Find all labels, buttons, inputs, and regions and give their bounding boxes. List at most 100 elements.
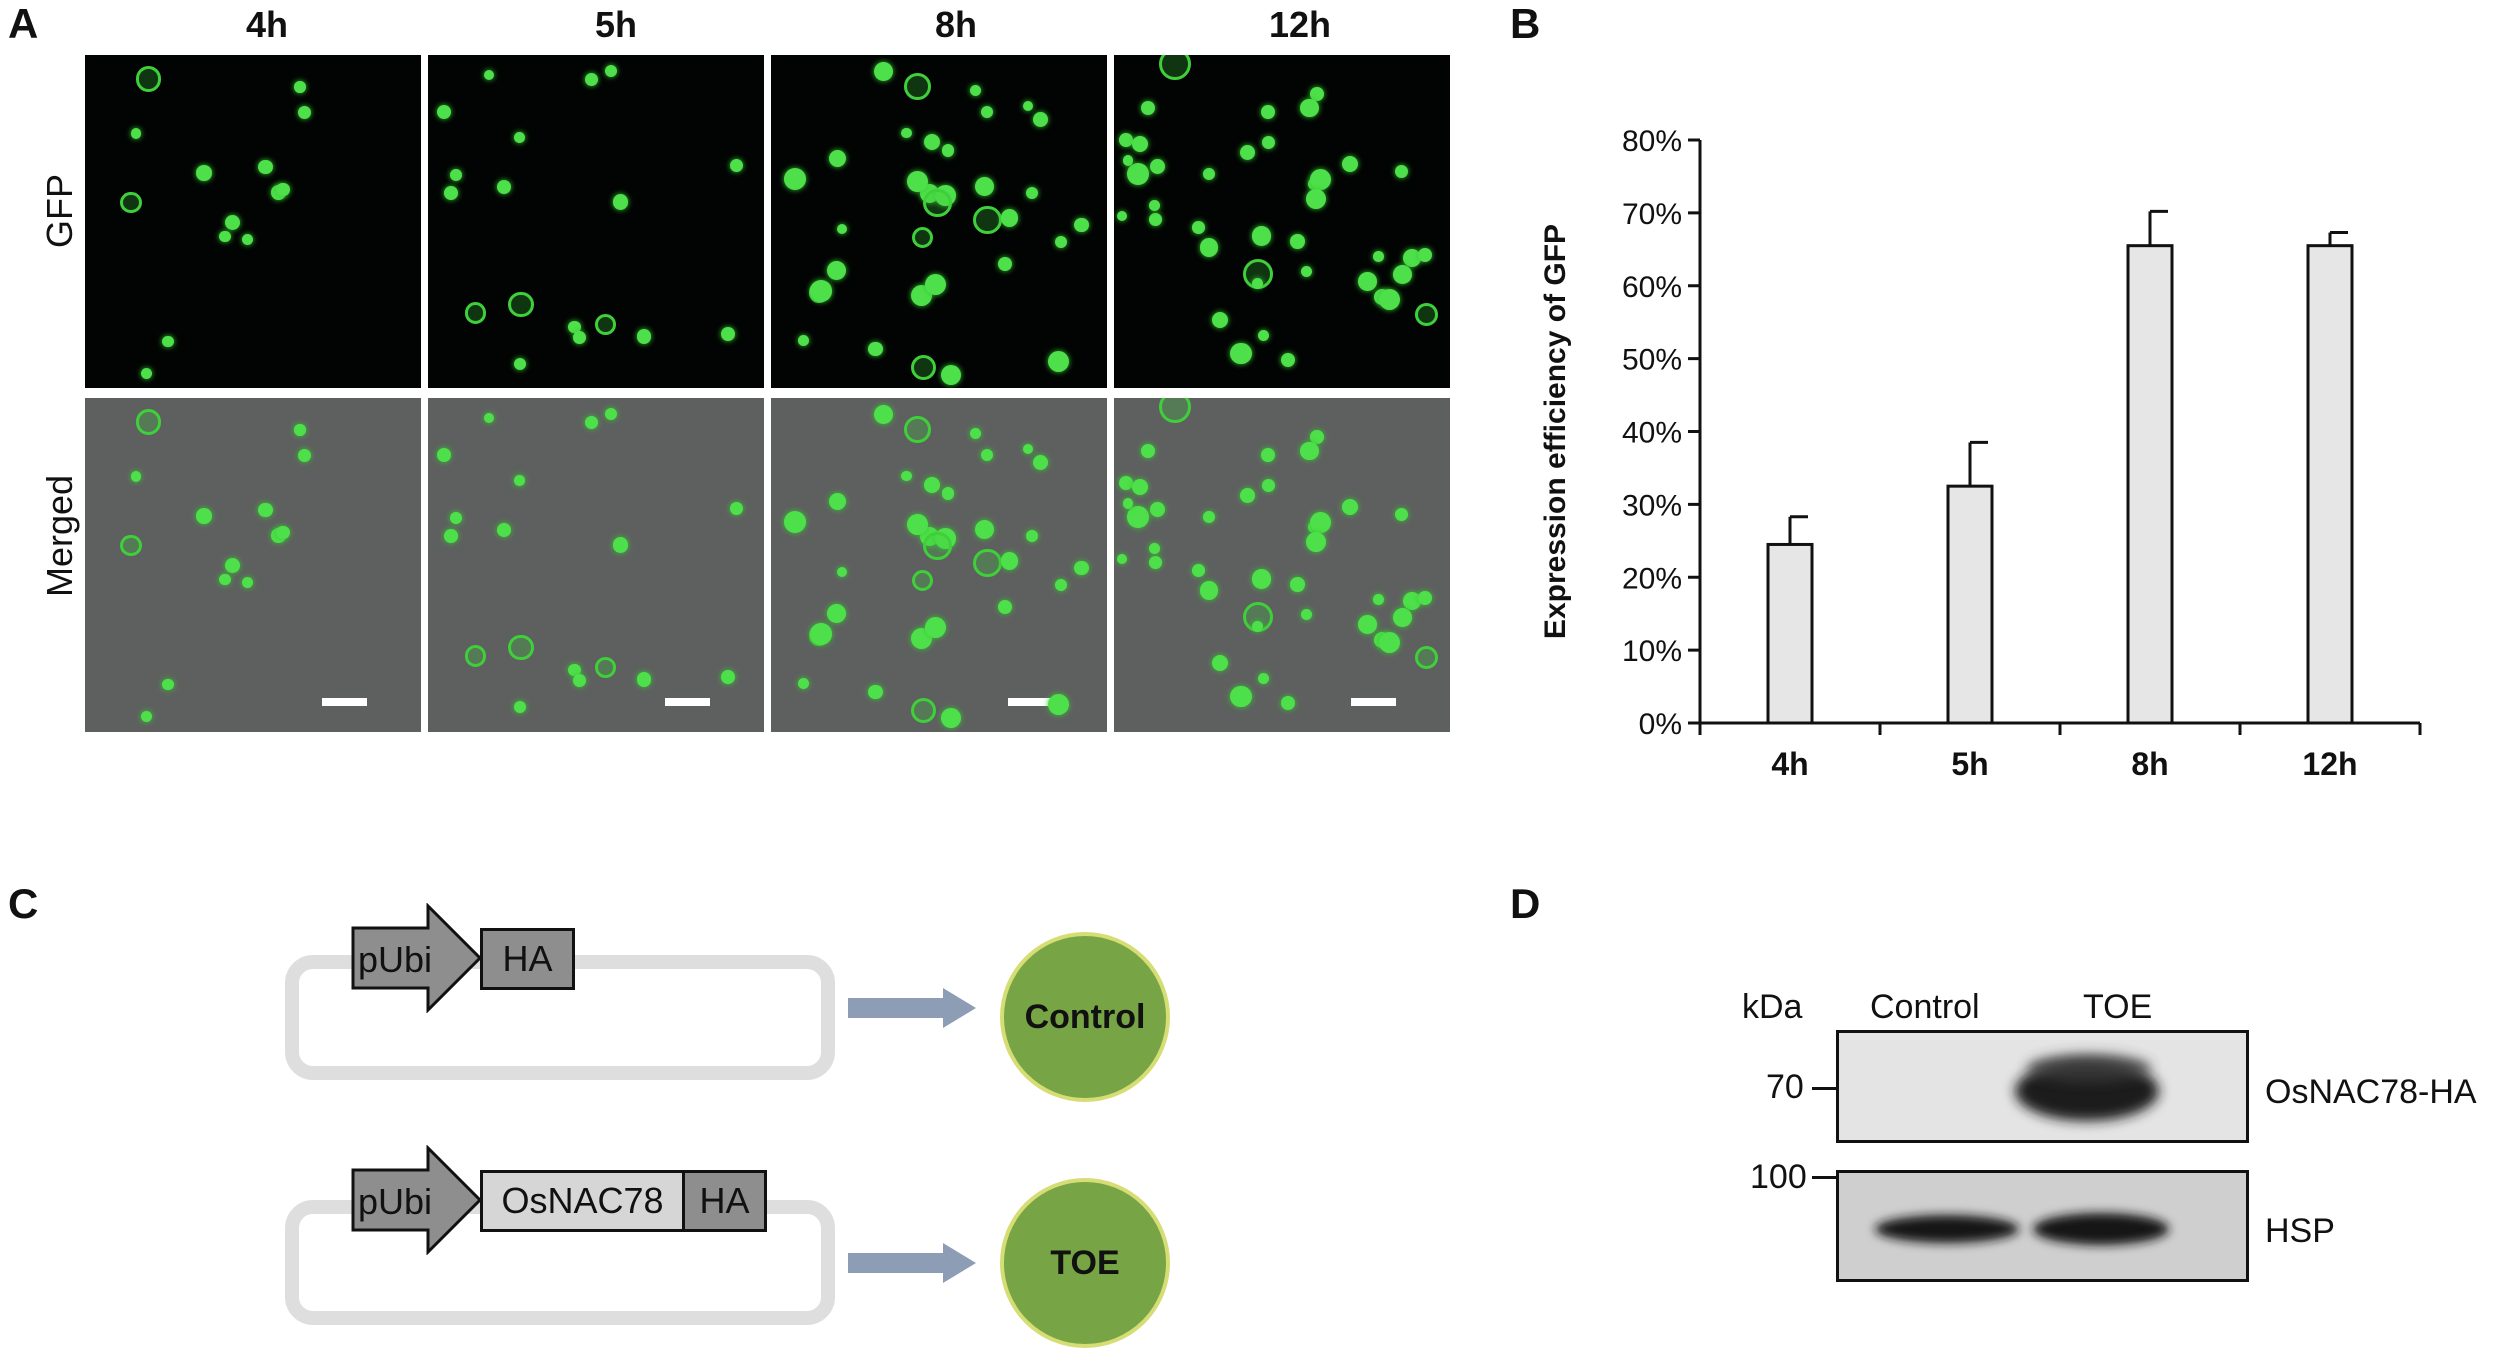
cell-spot [797,335,809,346]
cell-spot [612,536,629,553]
cell-spot [1395,165,1409,178]
cell-spot [162,678,174,691]
cell-spot [1310,430,1324,445]
cell-spot [162,335,174,348]
cell-spot [1417,590,1432,605]
kda-label: kDa [1742,988,1803,1026]
cell-spot [464,302,487,324]
cell-spot [1000,209,1019,227]
micrograph-merged-4h [85,398,421,732]
cell-spot [436,104,451,119]
cell-spot [1310,87,1324,102]
micrograph-gfp-4h [85,55,421,388]
promoter-arrow: pUbi [351,1145,483,1255]
cell-spot [258,159,273,175]
cell-spot [1122,155,1134,166]
cell-spot [1301,265,1313,277]
cell-spot [294,81,306,93]
cell-spot [1281,695,1296,711]
cell-spot [224,557,241,574]
cell-spot [135,65,162,92]
col-label-5h: 5h [594,4,637,45]
cell-spot [1309,169,1332,191]
cell-spot [784,168,807,191]
cell-spot [1149,213,1163,226]
panel-d-letter: D [1510,880,1541,927]
promoter-arrow: pUbi [351,903,483,1013]
y-tick-label: 0% [1639,708,1682,741]
cell-spot [1199,238,1219,257]
cell-spot [1192,564,1205,577]
cell-spot [730,501,744,515]
cell-spot [1131,135,1149,153]
cell-spot [594,657,616,679]
cell-spot [275,525,290,540]
cell-spot [1073,560,1089,576]
cell-spot [721,670,735,684]
cell-spot [1261,478,1275,492]
cell-spot [912,569,934,591]
cell-spot [120,535,142,557]
cell-spot [784,511,807,534]
cell-spot [1119,476,1134,491]
cell-spot [1239,487,1255,504]
marker-70: 70 [1766,1068,1804,1106]
micrograph-merged-12h [1114,398,1450,732]
cell-spot [567,320,581,334]
western-blot-hsp [1836,1170,2249,1282]
cell-spot [901,471,912,482]
y-tick-label: 20% [1622,562,1682,595]
y-axis-label: Expression efficiency of GFP [1539,224,1572,639]
cell-spot [873,62,893,82]
cell-spot [1203,168,1215,181]
cell-spot [810,623,832,645]
tag-box-ha: HA [480,928,575,990]
cell-spot [1127,505,1149,528]
cell-spot [1140,444,1155,459]
cell-spot [573,331,587,345]
cell-spot [241,576,254,589]
cell-spot [867,341,883,357]
cell-spot [1414,303,1438,326]
result-circle-control: Control [1000,932,1170,1102]
tag-box-ha: HA [682,1170,767,1232]
cell-spot [1047,693,1070,716]
cell-spot [636,329,652,345]
cell-spot [1023,444,1034,455]
cell-spot [594,314,616,336]
marker-tick [1812,1176,1838,1179]
cell-spot [974,519,995,539]
y-tick-label: 50% [1622,344,1682,377]
cell-spot [997,257,1012,272]
scale-bar [322,698,367,706]
cell-spot [1119,133,1134,148]
cell-spot [1358,271,1378,291]
cell-spot [867,684,883,700]
cell-spot [436,447,451,462]
cell-spot [1305,531,1326,553]
cell-spot [140,367,153,380]
cell-spot [275,182,290,197]
micrograph-gfp-8h [771,55,1107,388]
result-arrow [848,1243,976,1283]
cell-spot [1203,511,1215,524]
scale-bar [1351,698,1396,706]
cell-spot [1140,101,1155,116]
cell-spot [1251,278,1263,290]
cell-spot [219,573,231,586]
cell-spot [1289,234,1305,249]
cell-spot [836,567,848,578]
bar-5h [1946,484,1994,725]
cell-spot [925,273,947,295]
cell-spot [810,280,832,302]
bar-8h [2126,244,2174,725]
x-tick-label: 8h [2131,746,2168,782]
cell-spot [980,105,993,118]
cell-spot [585,72,599,86]
cell-spot [1342,498,1359,515]
cell-spot [140,710,153,723]
gene-box-osnac78: OsNAC78 [480,1170,685,1232]
cell-spot [925,616,947,638]
cell-spot [1289,577,1305,592]
cell-spot [298,106,312,120]
